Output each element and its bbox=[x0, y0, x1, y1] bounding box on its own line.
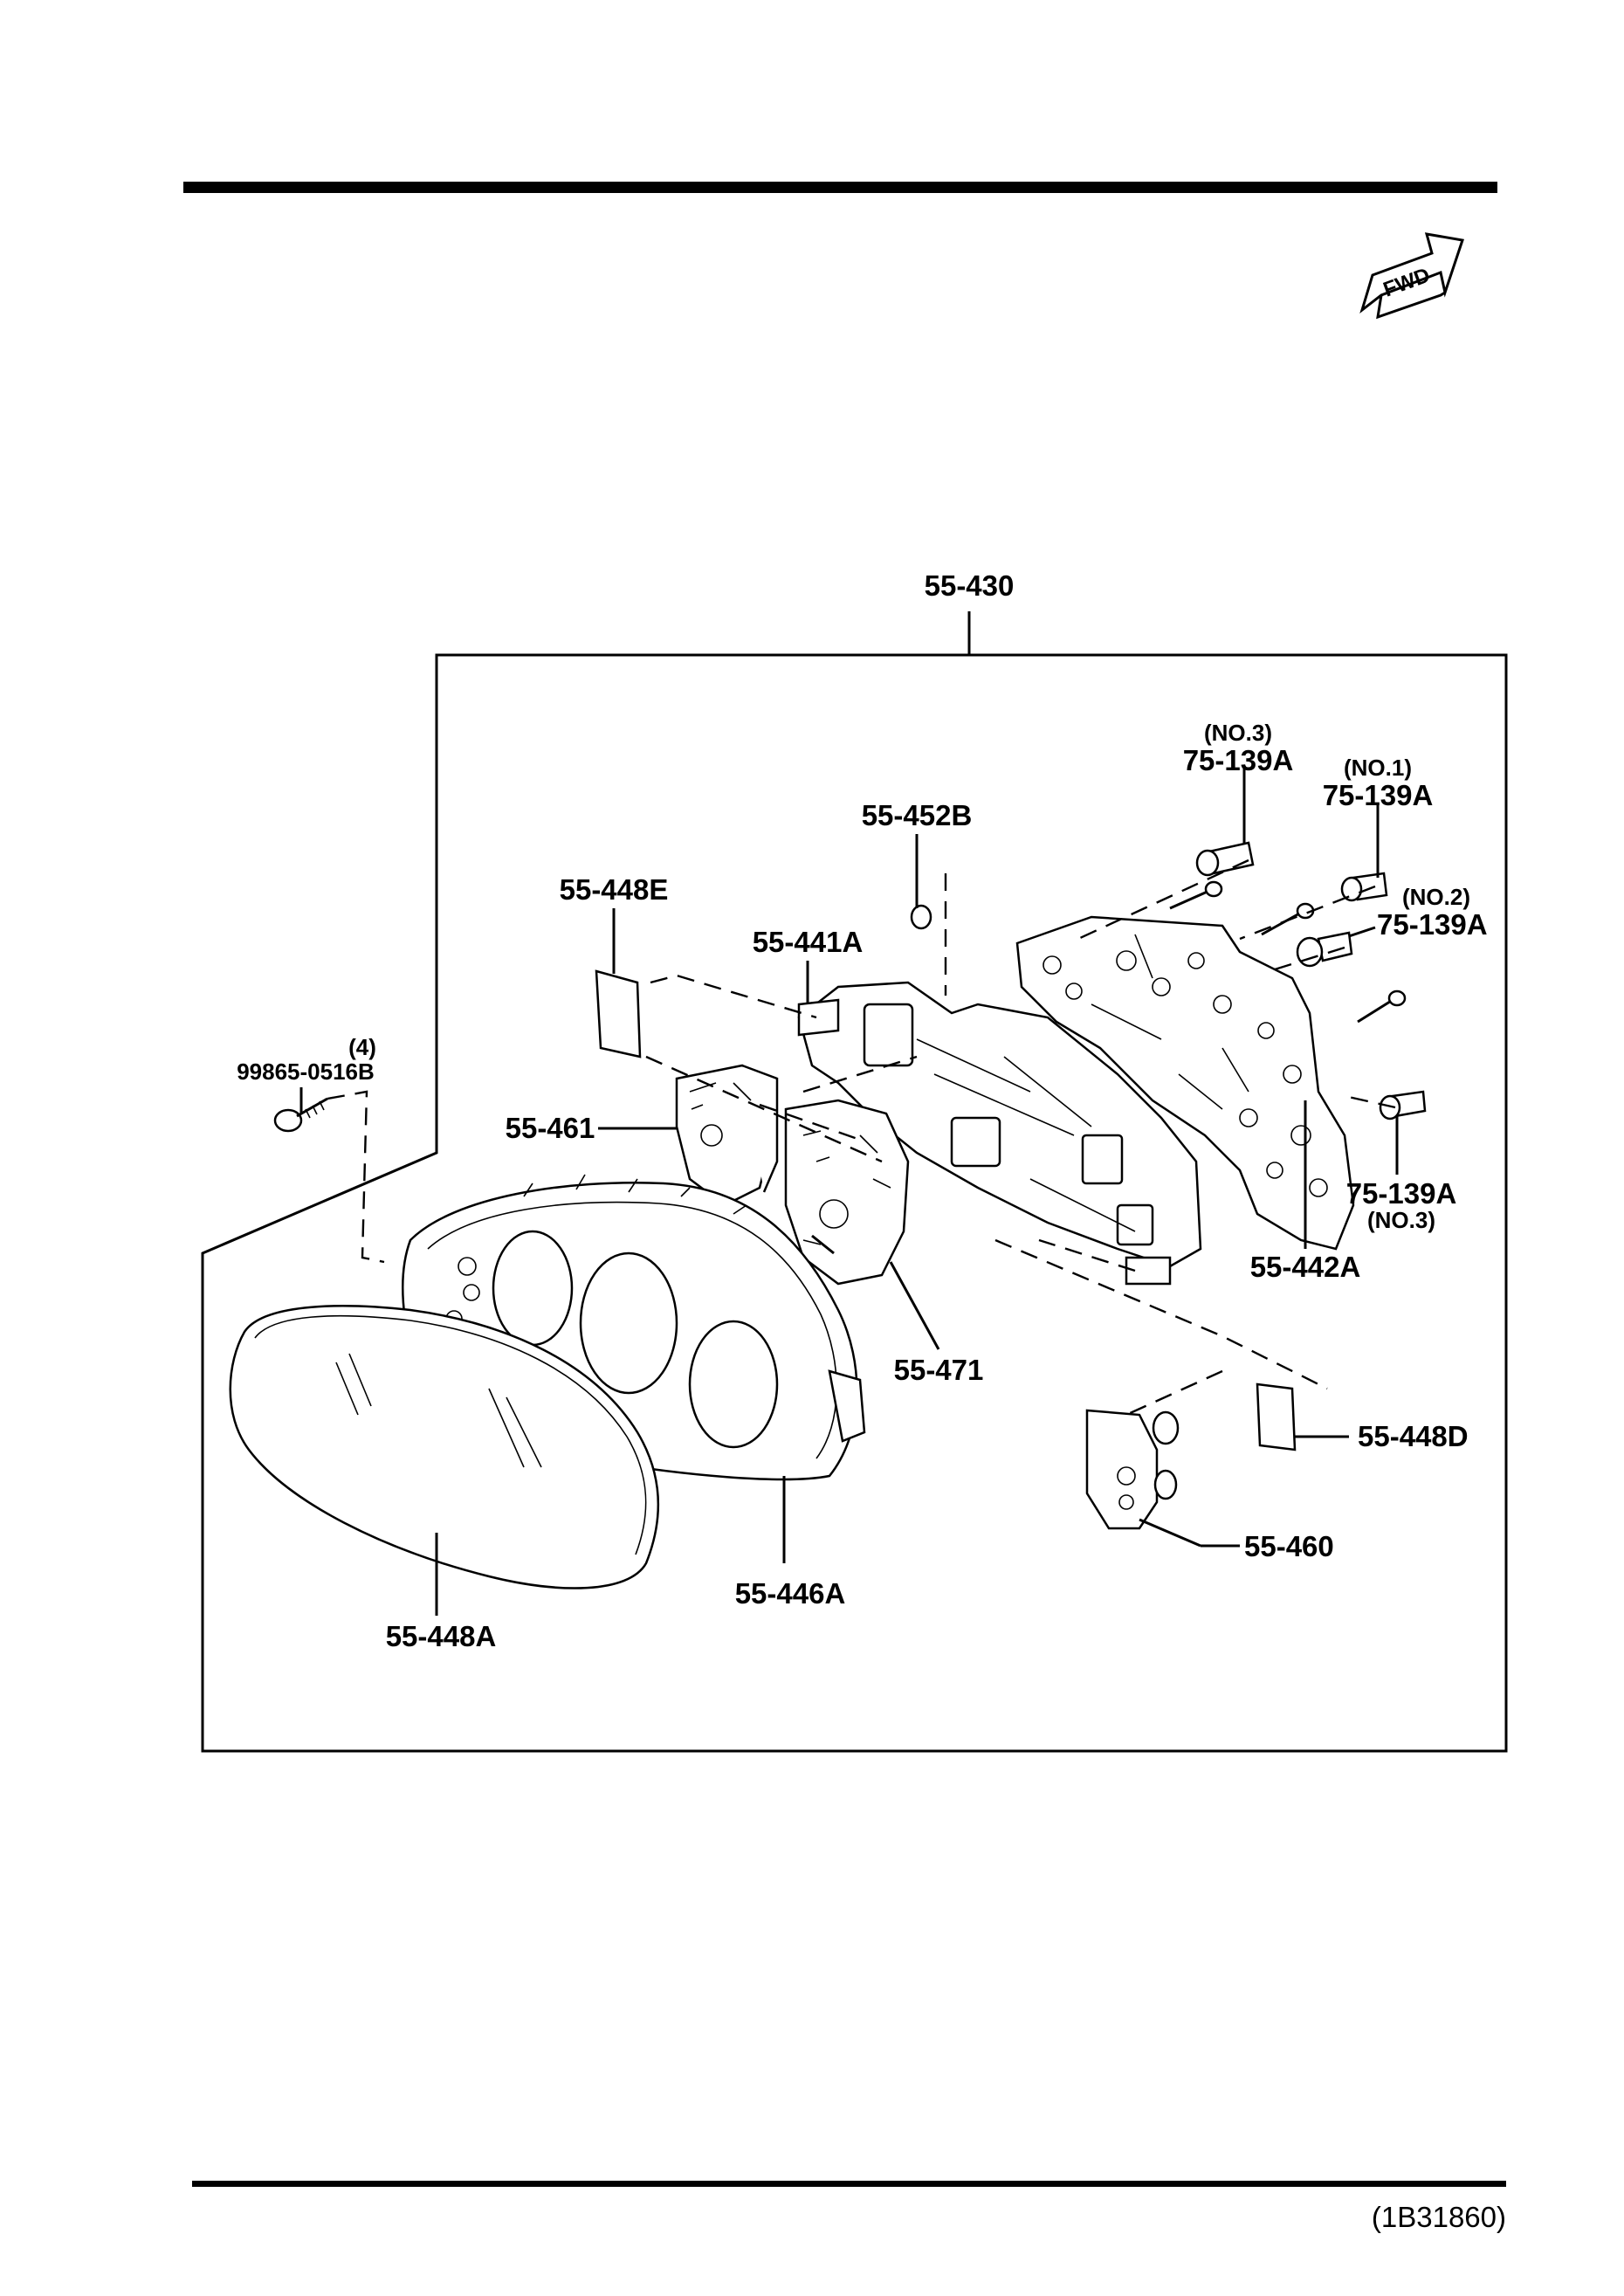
printed-circuit-part bbox=[1015, 915, 1355, 1251]
leader-lines bbox=[299, 769, 1399, 1616]
screw-label: 99865-0516B bbox=[237, 1058, 375, 1085]
bracket-part bbox=[797, 981, 1202, 1286]
small-screws bbox=[1169, 880, 1407, 1024]
screw-part bbox=[273, 1097, 328, 1133]
printed-circuit-label: 55-442A bbox=[1250, 1251, 1361, 1283]
speedometer-label: 55-471 bbox=[894, 1354, 984, 1386]
gauge-left-label: 55-461 bbox=[506, 1112, 595, 1144]
plate-d-part bbox=[1256, 1382, 1297, 1451]
lens-cap-label: 55-452B bbox=[862, 799, 973, 831]
assembly-dashed-lines bbox=[327, 858, 1396, 1417]
speedometer-part bbox=[784, 1099, 910, 1286]
bulb-no1-part bbox=[1340, 872, 1388, 902]
screw-qty: (4) bbox=[348, 1034, 376, 1060]
bottom-rule bbox=[192, 2181, 1506, 2187]
assembly-label: 55-430 bbox=[925, 569, 1015, 602]
bulb-no3-top-label: 75-139A bbox=[1183, 744, 1294, 776]
gauge-right-part bbox=[1085, 1409, 1180, 1530]
gauge-left-part bbox=[675, 1064, 779, 1207]
bracket-label: 55-441A bbox=[753, 926, 864, 958]
fwd-arrow-icon: FWD bbox=[1359, 232, 1464, 320]
bulb-no3-top-note: (NO.3) bbox=[1204, 720, 1272, 746]
bulb-no3-bottom-note: (NO.3) bbox=[1367, 1207, 1435, 1233]
bulb-no3-top-part bbox=[1195, 841, 1255, 877]
bulb-no3-bottom-label: 75-139A bbox=[1346, 1177, 1457, 1210]
glass-label: 55-448A bbox=[386, 1620, 497, 1652]
housing-label: 55-446A bbox=[735, 1577, 846, 1610]
bulb-no2-part bbox=[1296, 931, 1353, 968]
reference-code: (1B31860) bbox=[1372, 2201, 1506, 2233]
bulb-no1-note: (NO.1) bbox=[1344, 755, 1412, 781]
bulb-no3-bottom-part bbox=[1379, 1090, 1427, 1120]
plate-e-part bbox=[595, 969, 642, 1058]
top-rule bbox=[183, 182, 1497, 193]
gauge-right-label: 55-460 bbox=[1244, 1530, 1334, 1562]
assembly-outline bbox=[201, 653, 1508, 1753]
glass-part bbox=[229, 1305, 660, 1589]
bulb-no2-label: 75-139A bbox=[1377, 908, 1488, 941]
bulb-no1-label: 75-139A bbox=[1323, 779, 1434, 811]
lens-cap-part bbox=[910, 904, 932, 930]
plate-e-label: 55-448E bbox=[560, 873, 669, 906]
bulb-no2-note: (NO.2) bbox=[1402, 884, 1470, 910]
plate-d-label: 55-448D bbox=[1358, 1420, 1469, 1452]
